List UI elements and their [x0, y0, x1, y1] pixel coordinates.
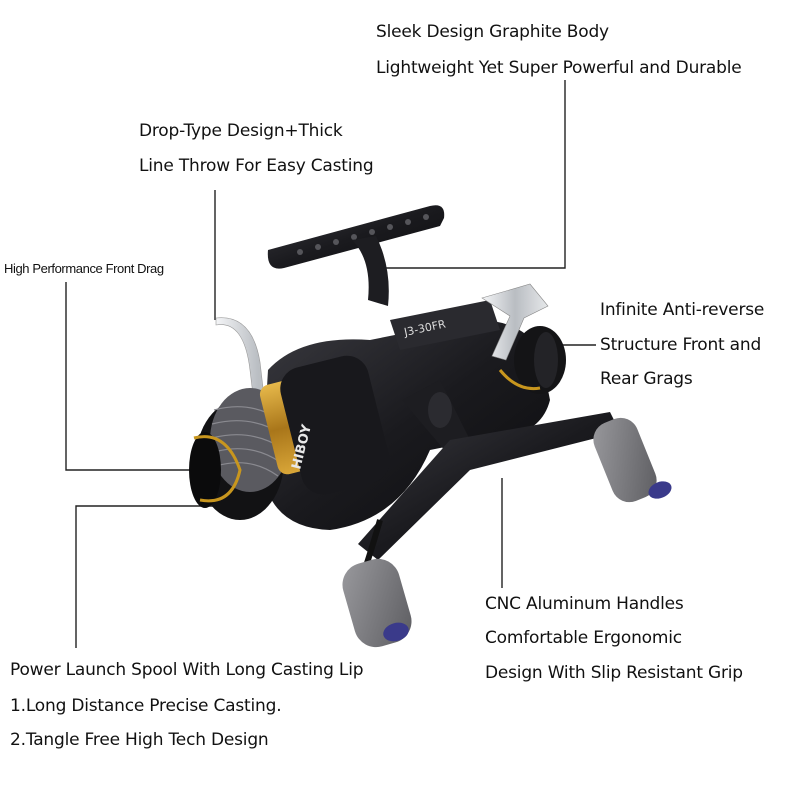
- callout-handles-line1: CNC Aluminum Handles: [485, 594, 684, 614]
- callout-drop-title: Drop-Type Design+Thick: [139, 121, 343, 141]
- callout-spool-title: Power Launch Spool With Long Casting Lip: [10, 660, 364, 680]
- callout-drop-desc: Line Throw For Easy Casting: [139, 156, 374, 176]
- spool: HIBOY: [189, 355, 390, 520]
- callout-spool-point2: 2.Tangle Free High Tech Design: [10, 730, 269, 750]
- leader-line-drag: [65, 282, 200, 471]
- leader-line-body: [380, 80, 566, 269]
- callout-handles-line3: Design With Slip Resistant Grip: [485, 663, 743, 683]
- callout-body-title: Sleek Design Graphite Body: [376, 22, 609, 42]
- callout-antireverse-line1: Infinite Anti-reverse: [600, 300, 765, 320]
- reel-foot: [402, 380, 470, 452]
- callout-antireverse-line2: Structure Front and: [600, 335, 762, 355]
- callout-drag-title: High Performance Front Drag: [4, 261, 164, 276]
- handle-knob-left: [342, 558, 412, 648]
- callout-antireverse-line3: Rear Grags: [600, 369, 693, 389]
- callout-spool-point1: 1.Long Distance Precise Casting.: [10, 696, 282, 716]
- leader-lines: [65, 80, 596, 648]
- crank-arm-top: [267, 205, 445, 306]
- callout-handles-line2: Comfortable Ergonomic: [485, 628, 682, 648]
- callout-body-desc: Lightweight Yet Super Powerful and Durab…: [376, 58, 742, 78]
- leader-line-spool: [75, 505, 238, 648]
- handle-knob-right: [593, 417, 672, 503]
